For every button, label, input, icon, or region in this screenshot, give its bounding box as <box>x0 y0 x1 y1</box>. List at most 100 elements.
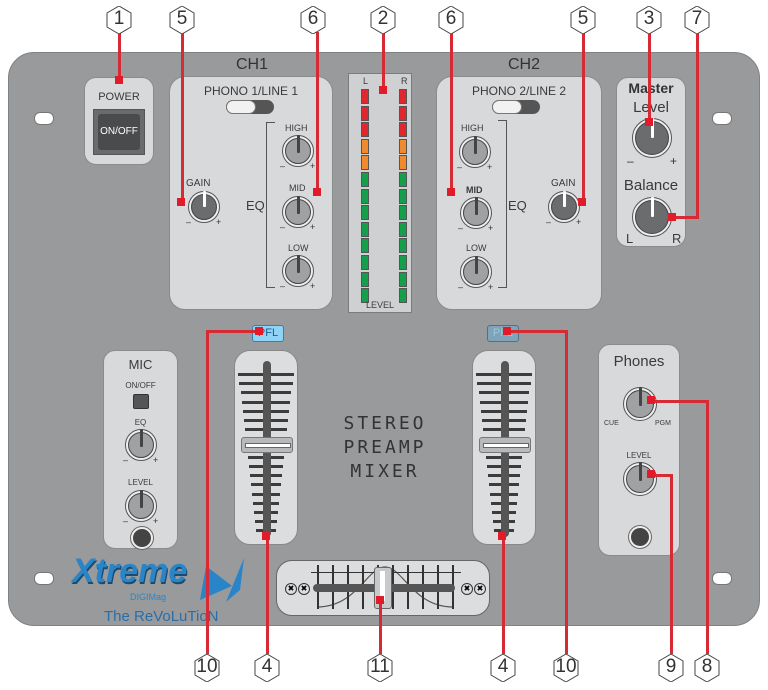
callout-number-7: 7 <box>684 6 710 34</box>
callout-leader-line <box>181 32 184 202</box>
left-meter-led <box>361 205 369 221</box>
callout-number-3: 3 <box>636 6 662 34</box>
ch1-mid-knob[interactable] <box>282 196 314 228</box>
ch2-eq-label: EQ <box>508 198 527 213</box>
mic-title: MIC <box>128 357 153 372</box>
callout-number-text: 10 <box>555 656 577 677</box>
phones-level-knob[interactable] <box>623 462 657 496</box>
phones-cue-label: CUE <box>604 420 619 427</box>
callout-anchor-marker <box>255 327 263 335</box>
callout-anchor-marker <box>498 532 506 540</box>
phones-pgm-label: PGM <box>655 420 671 427</box>
ch2-gain-knob[interactable] <box>548 191 580 223</box>
callout-number-text: 7 <box>691 8 703 29</box>
plus-sign: + <box>576 217 582 227</box>
minus-sign: – <box>458 282 464 292</box>
left-meter-led <box>361 105 369 121</box>
master-level-knob[interactable] <box>632 118 672 158</box>
ch2-fader-cap[interactable] <box>479 437 531 453</box>
ch1-low-knob[interactable] <box>282 255 314 287</box>
left-meter-led <box>361 271 369 287</box>
mic-onoff-label: ON/OFF <box>125 381 156 390</box>
callout-number-text: 10 <box>196 656 218 677</box>
callout-leader-line <box>450 32 453 192</box>
rack-mount-slot <box>712 112 732 125</box>
power-section: POWER ON/OFF <box>84 77 154 165</box>
crossfader-plate: ✖ ✖ ✖ ✖ <box>276 560 490 616</box>
callout-anchor-marker <box>379 86 387 94</box>
right-meter-led <box>399 122 407 138</box>
callout-anchor-marker <box>645 118 653 126</box>
model-line-1: STEREO <box>343 413 427 434</box>
callout-leader-line <box>118 32 121 80</box>
left-meter-led <box>361 221 369 237</box>
rack-mount-slot <box>712 572 732 585</box>
model-line-2: PREAMP <box>343 437 427 458</box>
power-label: POWER <box>98 91 140 103</box>
callout-leader-line <box>650 474 673 477</box>
ch1-input-toggle[interactable] <box>226 100 274 114</box>
callout-number-2: 2 <box>370 6 396 34</box>
ch2-high-knob[interactable] <box>459 136 491 168</box>
callout-leader-line <box>382 32 385 88</box>
left-meter-led <box>361 188 369 204</box>
rack-mount-slot <box>34 112 54 125</box>
right-meter-led <box>399 172 407 187</box>
meter-left-label: L <box>363 76 369 86</box>
ch2-low-knob[interactable] <box>460 256 492 288</box>
phones-cue-pgm-knob[interactable] <box>623 387 657 421</box>
ch2-input-label: PHONO 2/LINE 2 <box>471 84 567 98</box>
mic-input-jack[interactable] <box>131 527 153 549</box>
callout-number-text: 2 <box>377 8 389 29</box>
callout-anchor-marker <box>376 596 384 604</box>
left-meter-led <box>361 138 369 154</box>
minus-sign: – <box>280 222 286 232</box>
power-switch[interactable]: ON/OFF <box>98 114 140 150</box>
callout-number-10: 10 <box>553 654 579 682</box>
callout-leader-line <box>565 330 568 654</box>
plus-sign: + <box>670 154 678 168</box>
ch1-high-knob[interactable] <box>282 135 314 167</box>
callout-number-text: 4 <box>261 656 273 677</box>
mic-eq-label: EQ <box>134 418 147 427</box>
model-name: STEREO PREAMP MIXER <box>300 412 470 484</box>
ch2-mid-knob[interactable] <box>460 197 492 229</box>
plus-sign: + <box>310 222 316 232</box>
ch1-eq-label: EQ <box>246 198 265 213</box>
master-balance-label: Balance <box>623 177 679 194</box>
logo-brand: Xtreme <box>72 552 188 590</box>
minus-sign: – <box>546 217 552 227</box>
mic-level-knob[interactable] <box>125 490 157 522</box>
callout-anchor-marker <box>115 76 123 84</box>
ch1-gain-label: GAIN <box>186 178 211 189</box>
callout-leader-line <box>582 32 585 202</box>
callout-number-9: 9 <box>658 654 684 682</box>
mic-onoff-button[interactable] <box>133 394 149 409</box>
callout-number-text: 9 <box>665 656 677 677</box>
ch2-fader-plate <box>472 350 536 545</box>
ch2-eq-bracket <box>498 120 507 288</box>
right-meter-led <box>399 288 407 304</box>
phones-jack[interactable] <box>629 526 651 548</box>
ch2-mid-label: MID <box>466 185 483 195</box>
master-title: Master <box>617 80 685 96</box>
meter-level-label: LEVEL <box>365 300 395 310</box>
left-meter-led <box>361 89 369 104</box>
balance-knob[interactable] <box>632 197 672 237</box>
plus-sign: + <box>310 281 316 291</box>
mic-eq-knob[interactable] <box>125 429 157 461</box>
callout-anchor-marker <box>262 532 270 540</box>
phones-section: Phones CUE PGM LEVEL <box>598 344 680 556</box>
callout-leader-line <box>206 330 209 654</box>
callout-number-text: 3 <box>643 8 655 29</box>
plus-sign: + <box>153 516 159 526</box>
ch1-fader-cap[interactable] <box>241 437 293 453</box>
ch1-gain-knob[interactable] <box>188 191 220 223</box>
balance-left-label: L <box>626 231 634 246</box>
callout-leader-line <box>672 216 699 219</box>
left-meter-led <box>361 288 369 304</box>
callout-leader-line <box>506 330 568 333</box>
minus-sign: – <box>458 223 464 233</box>
ch2-input-toggle[interactable] <box>492 100 540 114</box>
right-meter-led <box>399 271 407 287</box>
